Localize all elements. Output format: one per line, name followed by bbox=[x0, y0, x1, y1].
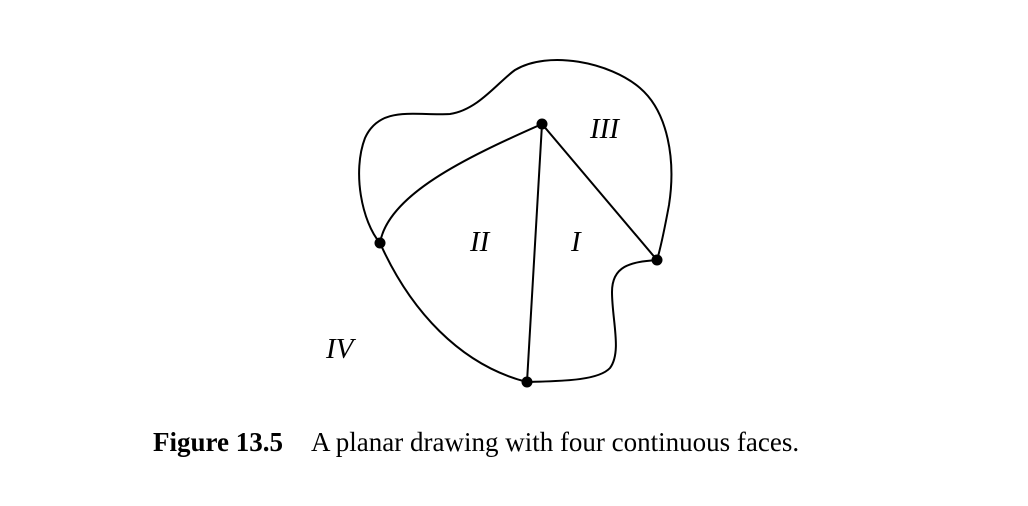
edge-left-top bbox=[379, 123, 543, 244]
face-label-4: IV bbox=[325, 333, 357, 365]
vertex-right bbox=[651, 254, 663, 266]
face-label-3: III bbox=[589, 113, 620, 145]
vertex-bottom bbox=[521, 376, 533, 388]
figure-caption: Figure 13.5 A planar drawing with four co… bbox=[153, 427, 799, 458]
vertex-top bbox=[536, 118, 548, 130]
edge-left-bottom bbox=[379, 242, 528, 383]
face-label-1: I bbox=[570, 226, 582, 258]
edge-top-right bbox=[541, 123, 658, 261]
figure-number: Figure 13.5 bbox=[153, 427, 283, 457]
edge-top-bottom bbox=[526, 123, 543, 383]
vertex-left bbox=[374, 237, 386, 249]
caption-text: A planar drawing with four continuous fa… bbox=[311, 427, 800, 457]
face-label-2: II bbox=[469, 226, 491, 258]
edge-outer-left-right bbox=[358, 59, 673, 261]
edge-bottom-right bbox=[526, 259, 658, 383]
